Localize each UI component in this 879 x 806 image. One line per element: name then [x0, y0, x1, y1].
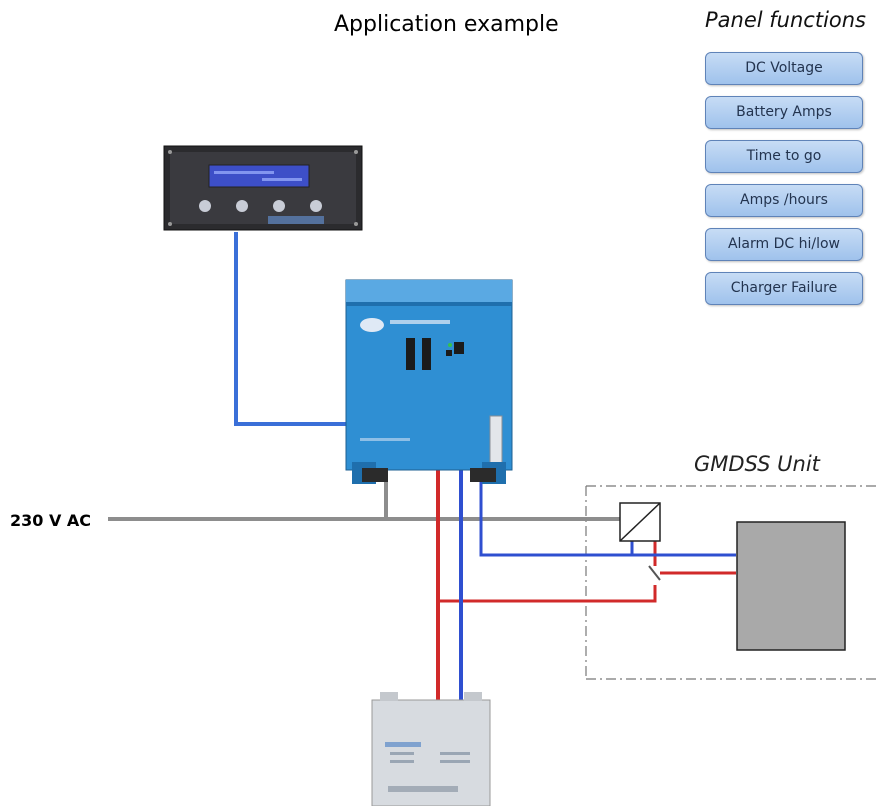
function-battery-amps[interactable]: Battery Amps [705, 96, 863, 129]
diagram-title: Application example [334, 12, 559, 37]
dc-converter-icon [619, 502, 661, 542]
panel-functions-title: Panel functions [705, 8, 866, 32]
monitor-signal-wire [234, 232, 346, 426]
ac-supply-label: 230 V AC [10, 511, 92, 530]
gmdss-unit-title: GMDSS Unit [694, 452, 820, 476]
function-alarm-dc[interactable]: Alarm DC hi/low [705, 228, 863, 261]
function-amps-hours[interactable]: Amps /hours [705, 184, 863, 217]
gmdss-boundary [585, 485, 879, 680]
positive-wires [436, 470, 736, 700]
battery-monitor-panel-icon [163, 145, 363, 231]
battery-icon [371, 692, 491, 806]
function-charger-failure[interactable]: Charger Failure [705, 272, 863, 305]
panel-functions-list: DC Voltage Battery Amps Time to go Amps … [705, 52, 865, 316]
function-dc-voltage[interactable]: DC Voltage [705, 52, 863, 85]
battery-charger-icon [345, 279, 513, 484]
function-time-to-go[interactable]: Time to go [705, 140, 863, 173]
gmdss-device [736, 521, 846, 651]
